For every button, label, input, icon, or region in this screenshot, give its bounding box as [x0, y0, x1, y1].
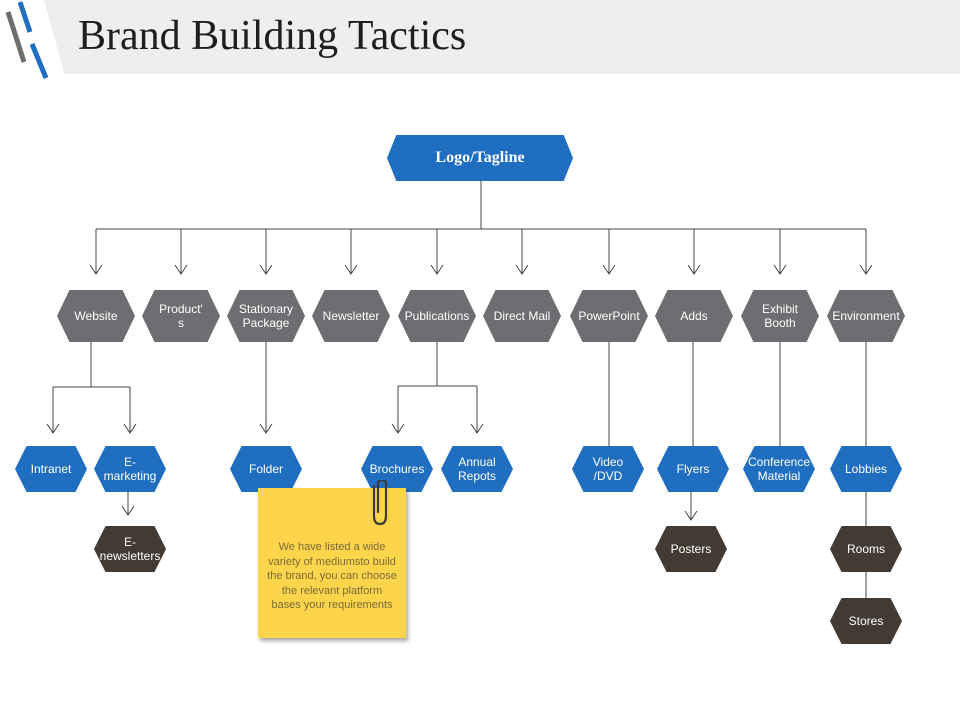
node-stationary: Stationary Package	[227, 290, 305, 342]
node-conference: Conference Material	[743, 446, 815, 492]
arrowhead	[174, 264, 188, 275]
node-website: Website	[57, 290, 135, 342]
node-brochures: Brochures	[361, 446, 433, 492]
arrowhead	[259, 264, 273, 275]
arrowhead	[602, 264, 616, 275]
node-products: Product' s	[142, 290, 220, 342]
node-annual: Annual Repots	[441, 446, 513, 492]
node-rooms: Rooms	[830, 526, 902, 572]
node-folder: Folder	[230, 446, 302, 492]
arrowhead	[684, 510, 698, 521]
title-bar	[40, 0, 960, 74]
arrowhead	[344, 264, 358, 275]
node-flyers: Flyers	[657, 446, 729, 492]
node-emarketing: E- marketing	[94, 446, 166, 492]
sticky-note: We have listed a wide variety of mediums…	[258, 488, 406, 638]
node-logo-tagline: Logo/Tagline	[387, 135, 573, 181]
arrowhead	[89, 264, 103, 275]
node-adds: Adds	[655, 290, 733, 342]
arrowhead	[859, 264, 873, 275]
node-enewsletters: E- newsletters	[94, 526, 166, 572]
arrowhead	[430, 264, 444, 275]
arrowhead	[687, 264, 701, 275]
sticky-note-text: We have listed a wide variety of mediums…	[267, 541, 397, 611]
title-accent-stripes	[0, 0, 66, 80]
node-environment: Environment	[827, 290, 905, 342]
node-posters: Posters	[655, 526, 727, 572]
node-video: Video /DVD	[572, 446, 644, 492]
node-exhibit: Exhibit Booth	[741, 290, 819, 342]
arrowhead	[773, 264, 787, 275]
arrowhead	[46, 423, 60, 434]
arrowhead	[470, 423, 484, 434]
arrowhead	[515, 264, 529, 275]
node-directmail: Direct Mail	[483, 290, 561, 342]
node-intranet: Intranet	[15, 446, 87, 492]
arrowhead	[259, 423, 273, 434]
paperclip-icon	[372, 480, 388, 526]
node-stores: Stores	[830, 598, 902, 644]
node-powerpoint: PowerPoint	[570, 290, 648, 342]
node-lobbies: Lobbies	[830, 446, 902, 492]
arrowhead	[391, 423, 405, 434]
arrowhead	[123, 423, 137, 434]
node-newsletter: Newsletter	[312, 290, 390, 342]
page-title: Brand Building Tactics	[78, 13, 467, 59]
node-publications: Publications	[398, 290, 476, 342]
